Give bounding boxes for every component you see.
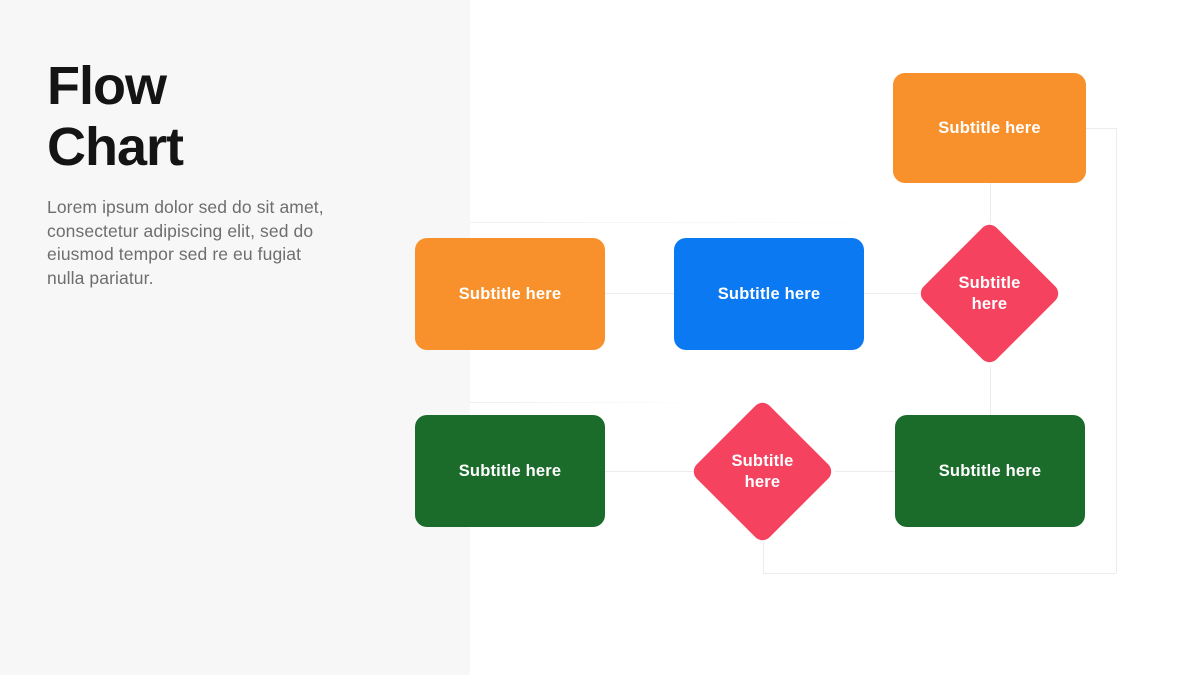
flow-node-label: Subtitle here	[458, 284, 562, 303]
connector-line-faint-top	[470, 222, 920, 223]
flow-node-label: Subtitle here	[717, 284, 821, 303]
flow-node-label: Subtitle here	[938, 461, 1042, 480]
flow-node-middle-center: Subtitle here	[674, 238, 864, 350]
connector-line-d1-br	[990, 366, 991, 415]
left-panel: Flow Chart Lorem ipsum dolor sed do sit …	[0, 0, 470, 675]
flow-node-label: Subtitle here	[958, 273, 1021, 313]
flow-node-label: Subtitle here	[458, 461, 562, 480]
description-text: Lorem ipsum dolor sed do sit amet, conse…	[47, 197, 324, 288]
connector-line-ml-mc	[605, 293, 674, 294]
flow-node-label: Subtitle here	[938, 118, 1041, 137]
connector-line-d2-bottom	[763, 542, 764, 573]
flow-node-top-right: Subtitle here	[893, 73, 1086, 183]
page-title: Flow Chart	[47, 56, 184, 177]
connector-line-right-vertical	[1116, 128, 1117, 573]
flow-node-label: Subtitle here	[731, 451, 794, 491]
flow-node-bottom-center-diamond: Subtitle here	[689, 398, 836, 545]
connector-line-tr-d1	[990, 183, 991, 223]
connector-line-bl-d2	[605, 471, 694, 472]
flow-node-middle-right-diamond: Subtitle here	[916, 220, 1063, 367]
connector-line-tr-right	[1086, 128, 1116, 129]
connector-line-d2-br	[835, 471, 895, 472]
flow-node-bottom-left: Subtitle here	[415, 415, 605, 527]
flow-node-middle-left: Subtitle here	[415, 238, 605, 350]
connector-line-bottom-horizontal	[763, 573, 1116, 574]
connector-line-faint-bottom	[470, 402, 710, 403]
flow-node-bottom-right: Subtitle here	[895, 415, 1085, 527]
connector-line-mc-d1	[864, 293, 918, 294]
